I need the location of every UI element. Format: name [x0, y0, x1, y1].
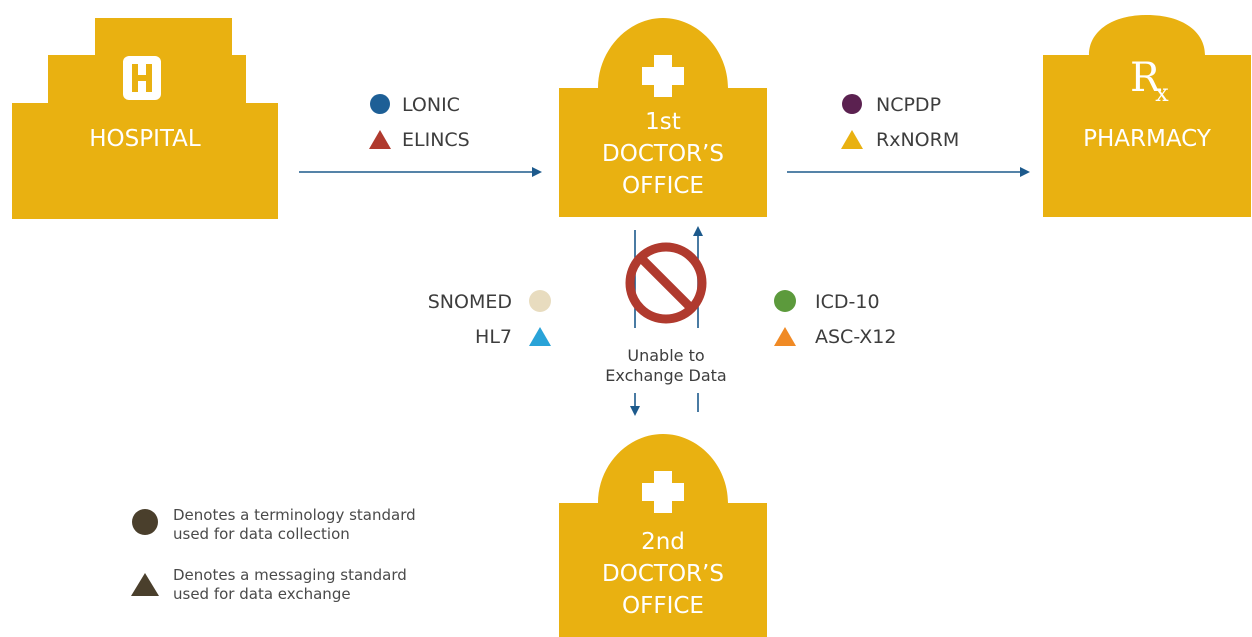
hospital-label: HOSPITAL — [89, 126, 201, 152]
legend-messaging: Denotes a messaging standard used for da… — [173, 566, 407, 604]
legend-line: Denotes a terminology standard — [173, 506, 416, 524]
legend-triangle-icon — [131, 573, 159, 596]
standard-label-icd10: ICD-10 — [815, 291, 880, 313]
snomed-circle-icon — [529, 290, 551, 312]
blocked-link-text-line: Unable to — [627, 346, 705, 365]
standard-label-ncpdp: NCPDP — [876, 94, 942, 116]
standard-label-rxnorm: RxNORM — [876, 129, 960, 151]
doctor1-label-line: DOCTOR’S — [602, 141, 724, 167]
doctor2-label-line: OFFICE — [622, 593, 704, 619]
standard-label-lonic: LONIC — [402, 94, 460, 116]
doctor2-building — [559, 434, 767, 637]
blocked-link-text-line: Exchange Data — [605, 366, 727, 385]
standard-label-ascx12: ASC-X12 — [815, 326, 897, 348]
rx-icon-r: R — [1130, 55, 1161, 101]
legend-circle-icon — [132, 509, 158, 535]
hospital-building — [12, 18, 278, 219]
doctor2-label: 2nd DOCTOR’S OFFICE — [559, 526, 767, 622]
standard-label-snomed: SNOMED — [427, 291, 512, 313]
legend-line: Denotes a messaging standard — [173, 566, 407, 584]
legend-terminology: Denotes a terminology standard used for … — [173, 506, 416, 544]
legend-line: used for data exchange — [173, 585, 351, 603]
pharmacy-label: PHARMACY — [1083, 126, 1211, 152]
doctor1-building — [559, 18, 767, 217]
pharmacy-building — [1043, 15, 1251, 217]
medical-cross-icon — [642, 55, 684, 97]
ascx12-triangle-icon — [774, 327, 796, 346]
icd10-circle-icon — [774, 290, 796, 312]
standard-label-elincs: ELINCS — [402, 129, 470, 151]
ncpdp-circle-icon — [842, 94, 862, 114]
medical-cross-icon — [642, 471, 684, 513]
elincs-triangle-icon — [369, 130, 391, 149]
rx-icon: Rx — [1130, 55, 1174, 107]
rxnorm-triangle-icon — [841, 130, 863, 149]
doctor2-label-line: 2nd — [641, 529, 685, 555]
doctor1-label: 1st DOCTOR’S OFFICE — [559, 106, 767, 202]
blocked-link-text: Unable to Exchange Data — [591, 346, 741, 386]
rx-icon-x: x — [1155, 79, 1169, 107]
no-entry-icon — [625, 242, 707, 324]
hl7-triangle-icon — [529, 327, 551, 346]
doctor2-label-line: DOCTOR’S — [602, 561, 724, 587]
legend-line: used for data collection — [173, 525, 350, 543]
doctor1-label-line: 1st — [645, 109, 681, 135]
lonic-circle-icon — [370, 94, 390, 114]
hospital-h-icon — [132, 64, 152, 92]
standard-label-hl7: HL7 — [475, 326, 512, 348]
doctor1-label-line: OFFICE — [622, 173, 704, 199]
